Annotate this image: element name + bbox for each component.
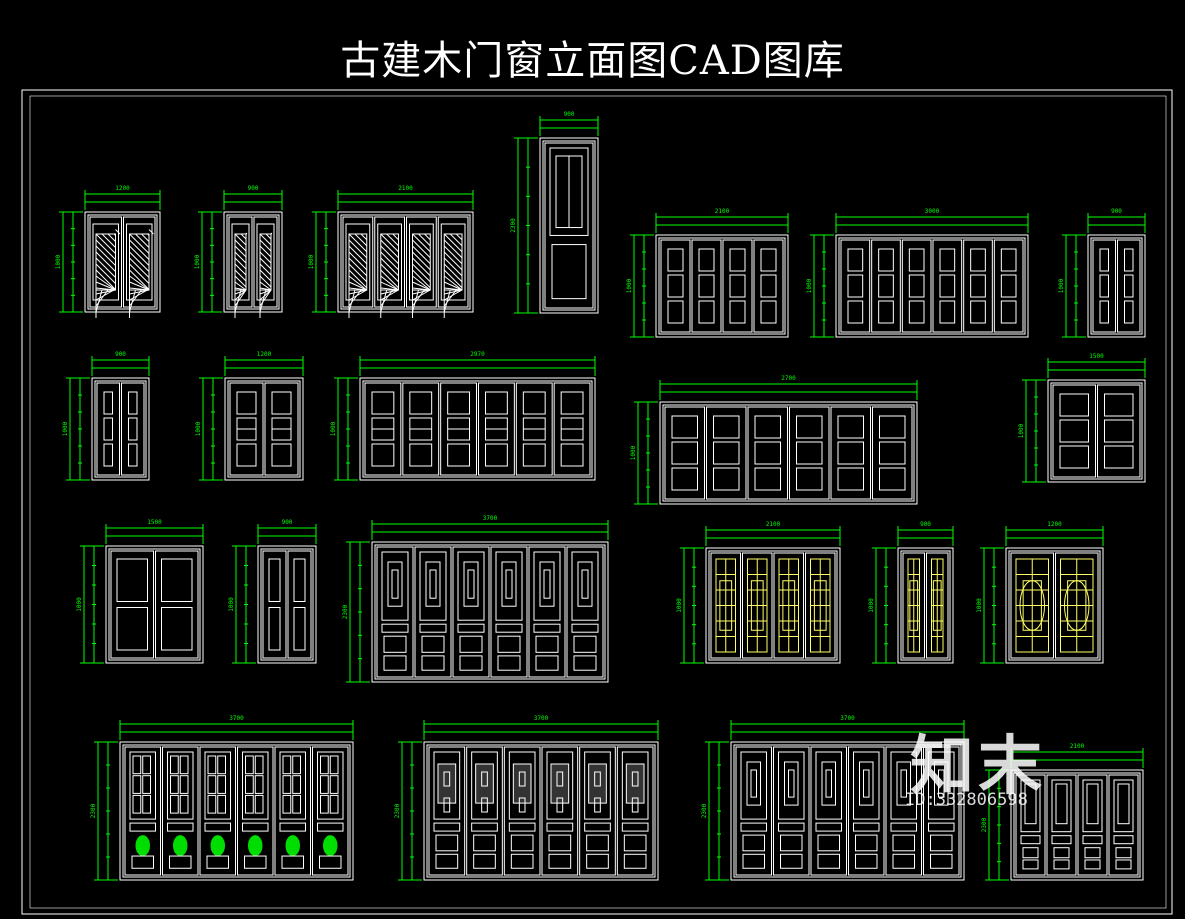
svg-text:1200: 1200: [257, 351, 272, 358]
svg-text:1000: 1000: [195, 421, 202, 436]
elevation-door-3: 3700 2300: [394, 715, 659, 881]
svg-text:1000: 1000: [194, 254, 201, 269]
svg-text:1000: 1000: [55, 254, 62, 269]
elevation-window-7: 900 1000: [62, 351, 150, 481]
svg-text:1000: 1000: [976, 598, 983, 613]
watermark-id: ID:332806598: [905, 790, 1028, 810]
elevation-door-4: 3700 2300: [701, 715, 965, 881]
svg-text:2300: 2300: [342, 604, 349, 619]
elevation-window-13: 900 1000: [228, 519, 317, 664]
drawing-title: 古建木门窗立面图CAD图库: [340, 38, 845, 84]
svg-text:2300: 2300: [394, 803, 401, 818]
elevation-window-14: 2100 1000: [676, 521, 841, 664]
svg-text:3700: 3700: [840, 715, 855, 722]
svg-text:2300: 2300: [701, 803, 708, 818]
svg-text:900: 900: [282, 519, 293, 526]
svg-text:1000: 1000: [308, 254, 315, 269]
svg-text:2300: 2300: [90, 803, 97, 818]
svg-text:2700: 2700: [781, 375, 796, 382]
svg-text:2300: 2300: [981, 817, 988, 832]
svg-text:3700: 3700: [229, 715, 244, 722]
elevation-door-5: 2100 2300: [981, 743, 1144, 881]
sheet-inner-border: [29, 95, 1167, 909]
elevation-window-10: 2700 1000: [630, 375, 918, 505]
svg-text:900: 900: [564, 111, 575, 118]
svg-text:900: 900: [1111, 208, 1122, 215]
elevation-window-2: 900 1000: [194, 185, 283, 318]
svg-text:2970: 2970: [470, 351, 485, 358]
svg-text:1000: 1000: [76, 597, 83, 612]
svg-text:900: 900: [920, 521, 931, 528]
svg-text:2300: 2300: [510, 218, 517, 233]
svg-text:1000: 1000: [330, 421, 337, 436]
elevation-door-1: 3700 2300: [342, 515, 609, 683]
svg-text:1000: 1000: [630, 445, 637, 460]
svg-text:1000: 1000: [868, 598, 875, 613]
svg-text:1000: 1000: [806, 278, 813, 293]
elevation-door-tall: 900 2300: [510, 111, 599, 314]
svg-text:1000: 1000: [626, 278, 633, 293]
svg-text:2100: 2100: [766, 521, 781, 528]
svg-text:1000: 1000: [1058, 278, 1065, 293]
svg-text:900: 900: [115, 351, 126, 358]
svg-text:3700: 3700: [483, 515, 498, 522]
elevation-window-11: 1500 1000: [1018, 353, 1146, 483]
elevation-window-8: 1200 1000: [195, 351, 304, 481]
elevation-window-5: 3000 1000: [806, 208, 1029, 338]
elevation-door-2: 3700 2300: [90, 715, 354, 881]
elevation-window-1: 1200 1000: [55, 185, 161, 318]
sheet-border: [21, 89, 1173, 915]
watermark-logo: 知末: [910, 730, 1046, 804]
svg-text:2100: 2100: [715, 208, 730, 215]
svg-text:3700: 3700: [534, 715, 549, 722]
elevation-window-15: 900 1000: [868, 521, 954, 664]
svg-text:1000: 1000: [1018, 423, 1025, 438]
svg-text:2100: 2100: [1070, 743, 1085, 750]
elevation-window-6: 900 1000: [1058, 208, 1146, 338]
elevation-window-4: 2100 1000: [626, 208, 789, 338]
svg-text:1000: 1000: [62, 421, 69, 436]
svg-text:1500: 1500: [1089, 353, 1104, 360]
elevation-window-16: 1200 1000: [976, 521, 1104, 664]
svg-text:3000: 3000: [925, 208, 940, 215]
svg-text:1000: 1000: [676, 598, 683, 613]
svg-text:1200: 1200: [1047, 521, 1062, 528]
svg-text:1200: 1200: [115, 185, 130, 192]
elevation-window-12: 1500 1000: [76, 519, 204, 664]
elevation-window-9: 2970 1000: [330, 351, 596, 481]
svg-text:1000: 1000: [228, 597, 235, 612]
svg-text:2100: 2100: [398, 185, 413, 192]
svg-text:900: 900: [248, 185, 259, 192]
elevation-window-3: 2100 1000: [308, 185, 474, 318]
svg-text:1500: 1500: [147, 519, 162, 526]
